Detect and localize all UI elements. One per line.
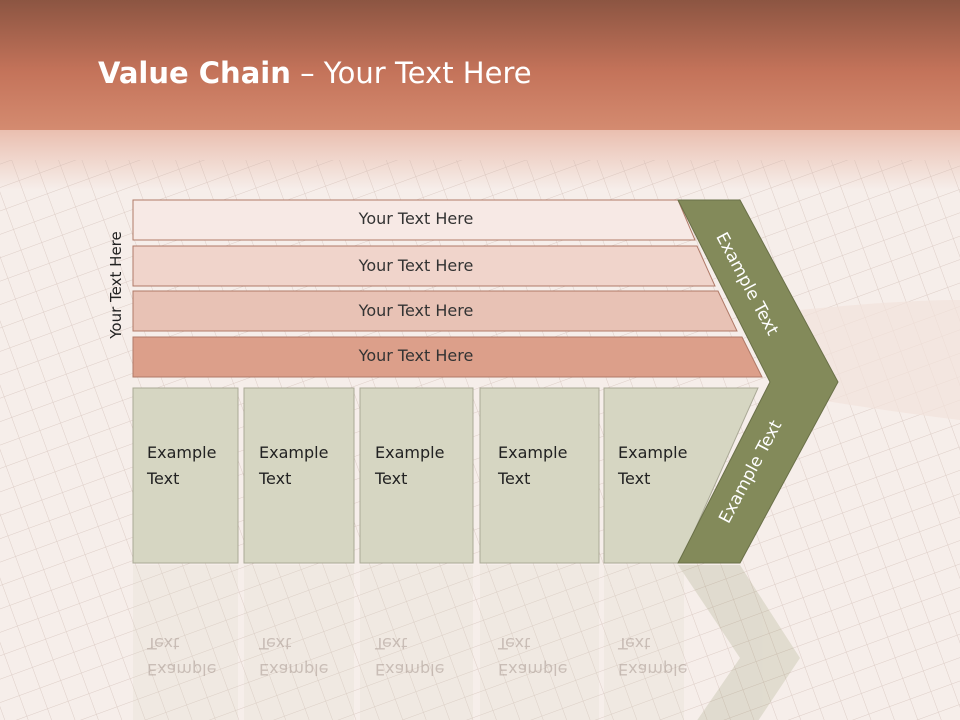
box-shape-2 [243,387,355,564]
page-title: Value Chain – Your Text Here [98,56,532,90]
row-label-2: Your Text Here [358,256,474,275]
row-shape-3 [132,290,738,332]
box-shape-1 [132,387,239,564]
chevron-shape [677,199,839,564]
box-shape-4 [479,387,600,564]
row-label-3: Your Text Here [358,301,474,320]
box-shape-3 [359,387,474,564]
row-label-1: Your Text Here [358,209,474,228]
row-shape-2 [132,245,716,287]
row-label-4: Your Text Here [358,346,474,365]
row-shape-4 [132,336,763,378]
row-shape-1 [132,199,696,241]
